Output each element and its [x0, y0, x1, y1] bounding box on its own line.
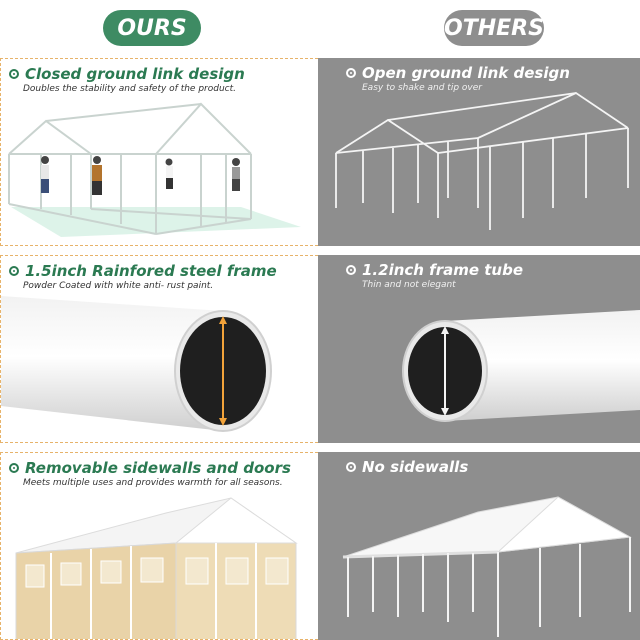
- tent-without-sidewalls-illustration: [342, 496, 632, 637]
- panel-ours-ground-link: Closed ground link design Doubles the st…: [0, 58, 328, 246]
- panel-title: Open ground link design: [346, 64, 570, 82]
- title-text: No sidewalls: [362, 458, 469, 476]
- panel-title: Closed ground link design: [9, 65, 245, 83]
- open-frame-illustration: [335, 91, 629, 230]
- panel-title: 1.5inch Rainfored steel frame: [9, 262, 277, 280]
- closed-frame-illustration: [8, 102, 301, 237]
- panel-ours-sidewalls: Removable sidewalls and doors Meets mult…: [0, 452, 328, 640]
- title-text: 1.5inch Rainfored steel frame: [25, 262, 277, 280]
- panel-subtitle: Powder Coated with white anti- rust pain…: [23, 281, 214, 291]
- panel-subtitle: Doubles the stability and safety of the …: [23, 84, 236, 94]
- panel-ours-steel-frame: 1.5inch Rainfored steel frame Powder Coa…: [0, 255, 328, 443]
- title-text: Removable sidewalls and doors: [25, 459, 291, 477]
- panel-subtitle: Easy to shake and tip over: [362, 83, 482, 93]
- panel-subtitle: Meets multiple uses and provides warmth …: [23, 478, 283, 488]
- ours-badge: OURS: [103, 10, 201, 46]
- bullet-icon: [9, 69, 19, 79]
- title-text: 1.2inch frame tube: [362, 261, 524, 279]
- panel-title: No sidewalls: [346, 458, 468, 476]
- bullet-icon: [346, 462, 356, 472]
- panel-others-ground-link: Open ground link design Easy to shake an…: [318, 58, 640, 246]
- bullet-icon: [9, 266, 19, 276]
- panel-others-frame-tube: 1.2inch frame tube Thin and not elegant: [318, 255, 640, 443]
- panel-title: 1.2inch frame tube: [346, 261, 523, 279]
- panel-others-no-sidewalls: No sidewalls: [318, 452, 640, 640]
- panel-subtitle: Thin and not elegant: [362, 280, 456, 290]
- bullet-icon: [346, 68, 356, 78]
- title-text: Open ground link design: [362, 64, 570, 82]
- title-text: Closed ground link design: [25, 65, 245, 83]
- others-badge: OTHERS: [444, 10, 544, 46]
- thick-tube-illustration: [1, 296, 272, 432]
- thin-tube-illustration: [402, 310, 640, 422]
- tent-with-sidewalls-illustration: [15, 497, 298, 639]
- bullet-icon: [9, 463, 19, 473]
- bullet-icon: [346, 265, 356, 275]
- panel-title: Removable sidewalls and doors: [9, 459, 291, 477]
